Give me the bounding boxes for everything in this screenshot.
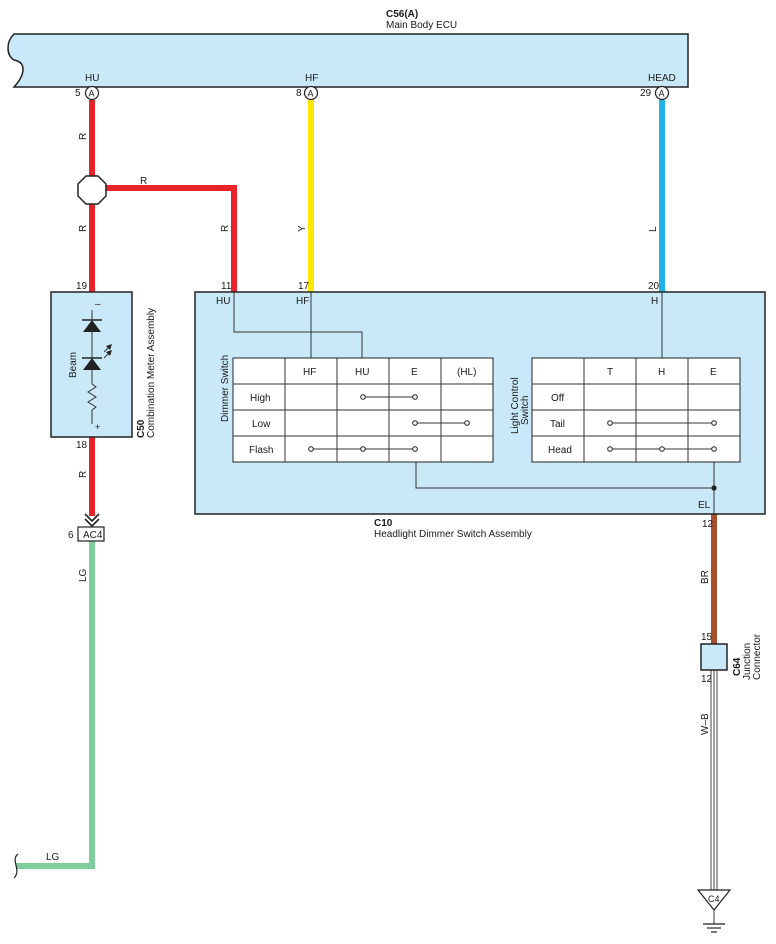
wire-label-r-mid: R xyxy=(78,225,89,232)
meter-name: Combination Meter Assembly xyxy=(146,308,157,438)
ecu-pin-markers: 5 A 8 A 29 A xyxy=(75,85,670,101)
light-row-off: Off xyxy=(551,393,564,404)
light-row-tail: Tail xyxy=(550,419,565,430)
wires xyxy=(16,100,718,890)
meter-plus: + xyxy=(95,422,100,432)
combination-meter: 19 – + Beam 18 C50 Combination Meter Ass… xyxy=(50,281,157,451)
ac4-pin: 6 xyxy=(68,530,74,541)
wire-label-y: Y xyxy=(297,225,308,232)
wire-label-r-top: R xyxy=(78,133,89,140)
wire-labels: R R R R Y L R LG LG BR W–B xyxy=(46,133,711,863)
sw-name: Headlight Dimmer Switch Assembly xyxy=(374,529,532,540)
ecu-pin-name-head: HEAD xyxy=(648,73,676,84)
junction-connector: 15 12 C64 Junction Connector xyxy=(700,632,763,685)
junction-line2: Connector xyxy=(752,633,763,680)
headlight-dimmer-switch-assembly: 11 17 20 HU HF H EL 12 C10 Headlight Dim… xyxy=(194,281,766,540)
light-row-head: Head xyxy=(548,445,572,456)
ground-icon: C4 xyxy=(696,889,732,933)
dimmer-col-hl: (HL) xyxy=(457,367,476,378)
junction-line1: Junction xyxy=(742,643,753,680)
wire-label-lg-h: LG xyxy=(46,852,60,863)
dimmer-col-e: E xyxy=(411,367,418,378)
wire-label-r-bottom: R xyxy=(78,471,89,478)
main-body-ecu: C56(A) Main Body ECU HU HF HEAD xyxy=(7,9,689,88)
dimmer-col-hu: HU xyxy=(355,367,369,378)
wire-label-wb: W–B xyxy=(700,713,711,735)
ecu-pin-name-hf: HF xyxy=(305,73,318,84)
ecu-pin-5-conn: A xyxy=(89,89,95,99)
beam-indicator-led-icon xyxy=(82,310,112,424)
sw-pin-name-hu: HU xyxy=(216,296,230,307)
ecu-pin-8: 8 xyxy=(296,88,302,99)
dimmer-row-flash: Flash xyxy=(249,445,273,456)
meter-pin-18: 18 xyxy=(76,440,88,451)
wire-label-r-branch: R xyxy=(140,176,147,187)
light-col-h: H xyxy=(658,367,665,378)
meter-beam-label: Beam xyxy=(68,352,79,378)
wire-label-br: BR xyxy=(700,570,711,584)
ecu-code: C56(A) xyxy=(386,9,418,20)
wire-label-lg-v: LG xyxy=(78,568,89,582)
splice-octagon xyxy=(77,175,107,205)
light-title-line2: Switch xyxy=(520,396,531,425)
dimmer-switch-table: Dimmer Switch HF HU E (HL) High Low Flas… xyxy=(220,355,494,463)
sw-pin-name-h: H xyxy=(651,296,658,307)
ecu-pin-29-conn: A xyxy=(659,89,665,99)
dimmer-row-low: Low xyxy=(252,419,271,430)
meter-minus: – xyxy=(95,299,101,310)
dimmer-row-high: High xyxy=(250,393,271,404)
sw-code: C10 xyxy=(374,518,393,529)
wire-label-l: L xyxy=(648,226,659,232)
wire-break-symbol xyxy=(13,853,19,879)
ecu-pin-8-conn: A xyxy=(308,89,314,99)
ecu-pin-5: 5 xyxy=(75,88,81,99)
meter-pin-19: 19 xyxy=(76,281,88,292)
sw-pin-name-hf: HF xyxy=(296,296,309,307)
ac4-name: AC4 xyxy=(83,530,103,541)
ac4-connector: 6 AC4 xyxy=(68,513,105,542)
ecu-pin-name-hu: HU xyxy=(85,73,99,84)
meter-code: C50 xyxy=(136,419,147,438)
wire-label-r-sw: R xyxy=(220,225,231,232)
light-col-t: T xyxy=(607,367,613,378)
dimmer-title: Dimmer Switch xyxy=(220,355,231,422)
sw-pin-12: 12 xyxy=(702,519,714,530)
ecu-name: Main Body ECU xyxy=(386,20,457,31)
sw-pin-17: 17 xyxy=(298,281,310,292)
ground-name: C4 xyxy=(708,894,720,904)
junction-code: C64 xyxy=(732,657,743,676)
sw-pin-20: 20 xyxy=(648,281,660,292)
light-control-switch-table: Light Control Switch T H E Off Tail Head xyxy=(510,357,741,463)
dimmer-col-hf: HF xyxy=(303,367,316,378)
sw-pin-11: 11 xyxy=(221,281,232,292)
wire-wb xyxy=(710,670,718,890)
light-title-line1: Light Control xyxy=(510,377,521,434)
wire-green-lg xyxy=(16,541,95,869)
junction-pin-12: 12 xyxy=(701,674,713,685)
sw-pin-name-el: EL xyxy=(698,500,711,511)
light-col-e: E xyxy=(710,367,717,378)
ecu-pin-29: 29 xyxy=(640,88,652,99)
junction-pin-15: 15 xyxy=(701,632,713,643)
